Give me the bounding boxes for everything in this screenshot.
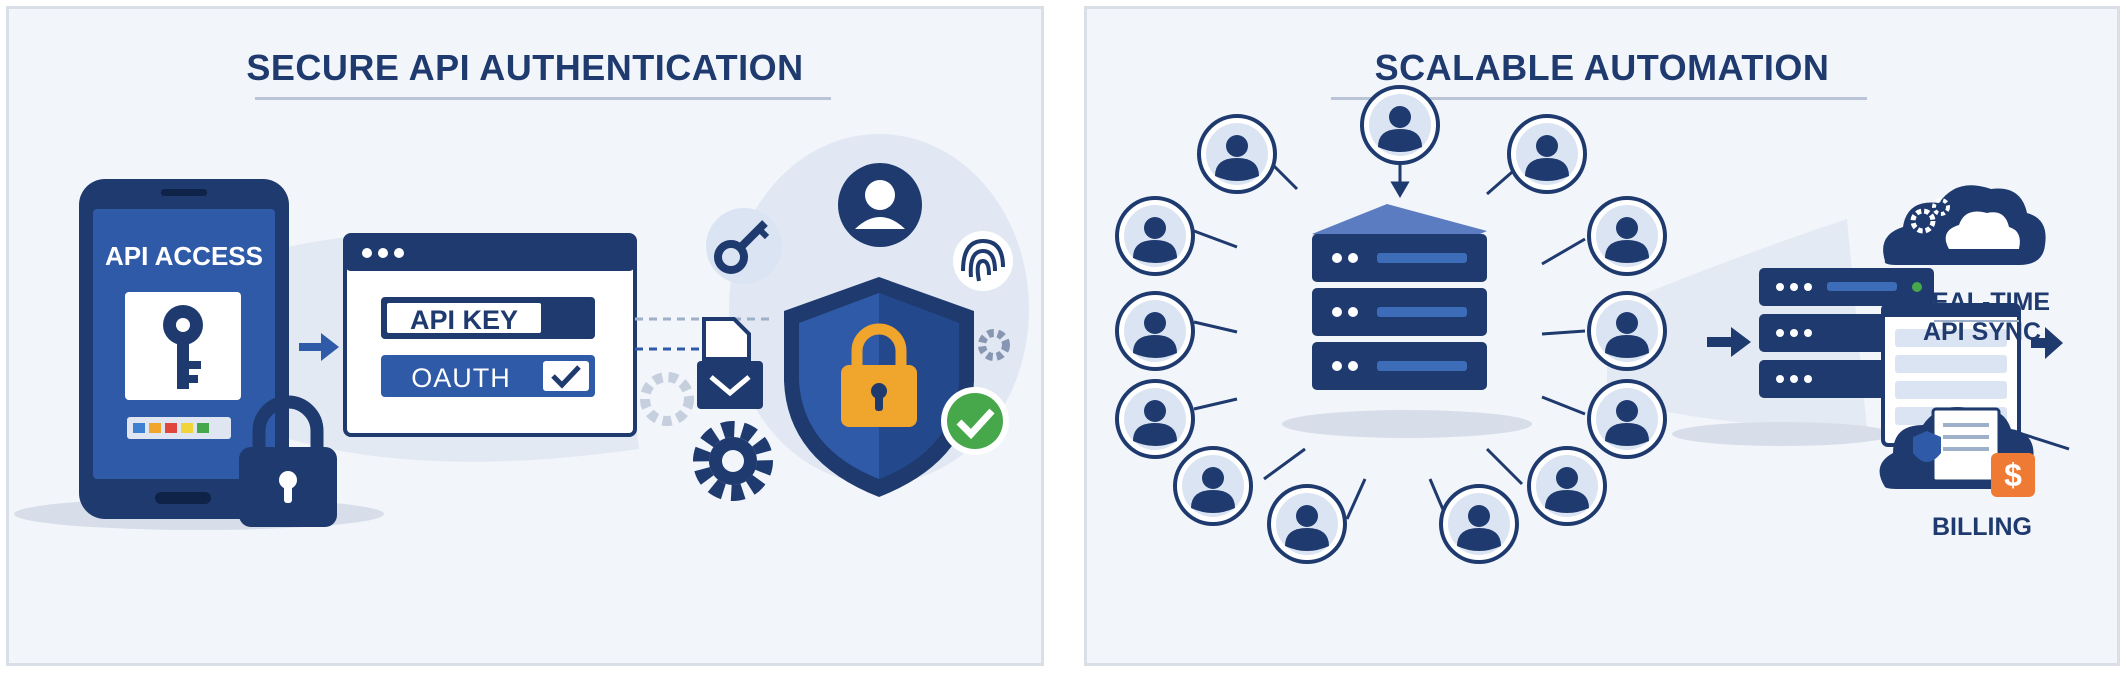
billing-label: BILLING [1932, 513, 2032, 541]
gear-icon [693, 421, 773, 501]
checkmark-icon [941, 387, 1009, 455]
padlock-icon [841, 323, 917, 427]
left-title-underline [255, 97, 831, 100]
right-title-underline [1331, 97, 1867, 100]
document-inbox-icon [697, 317, 763, 409]
server-stack-icon [1312, 204, 1487, 390]
fingerprint-icon [953, 231, 1013, 291]
left-panel-title: SECURE API AUTHENTICATION [246, 47, 804, 88]
browser-window [343, 233, 637, 437]
right-panel-title: SCALABLE AUTOMATION [1374, 47, 1830, 88]
phone-label: API ACCESS [105, 241, 263, 271]
billing-cloud-icon [1879, 407, 2035, 497]
user-avatar-icon [838, 163, 922, 247]
arrow-right-icon [1707, 327, 1751, 357]
key-icon [163, 305, 203, 389]
oauth-field: OAUTH [411, 363, 511, 393]
billing-dollar-symbol: $ [2004, 457, 2022, 493]
key-bubble-icon [706, 208, 782, 284]
sync-label-line-1: REAL-TIME [1913, 288, 2051, 316]
sync-label-line-2: API SYNC [1922, 318, 2042, 346]
api-key-field: API KEY [409, 305, 519, 335]
secure-api-authentication-panel: SECURE API AUTHENTICATION [6, 6, 1044, 666]
arrow-right-icon [299, 333, 339, 361]
automation-illustration [1115, 85, 2070, 564]
cloud-sync-icon [1883, 185, 2046, 265]
authentication-illustration [14, 134, 1029, 530]
scalable-automation-panel: SCALABLE AUTOMATION [1084, 6, 2120, 666]
sync-label: REAL-TIME API SYNC [1877, 287, 2087, 347]
gear-icon [978, 329, 1010, 361]
padlock-icon [239, 395, 337, 527]
arrow-right-icon [2031, 327, 2063, 359]
gear-icon [640, 372, 694, 426]
